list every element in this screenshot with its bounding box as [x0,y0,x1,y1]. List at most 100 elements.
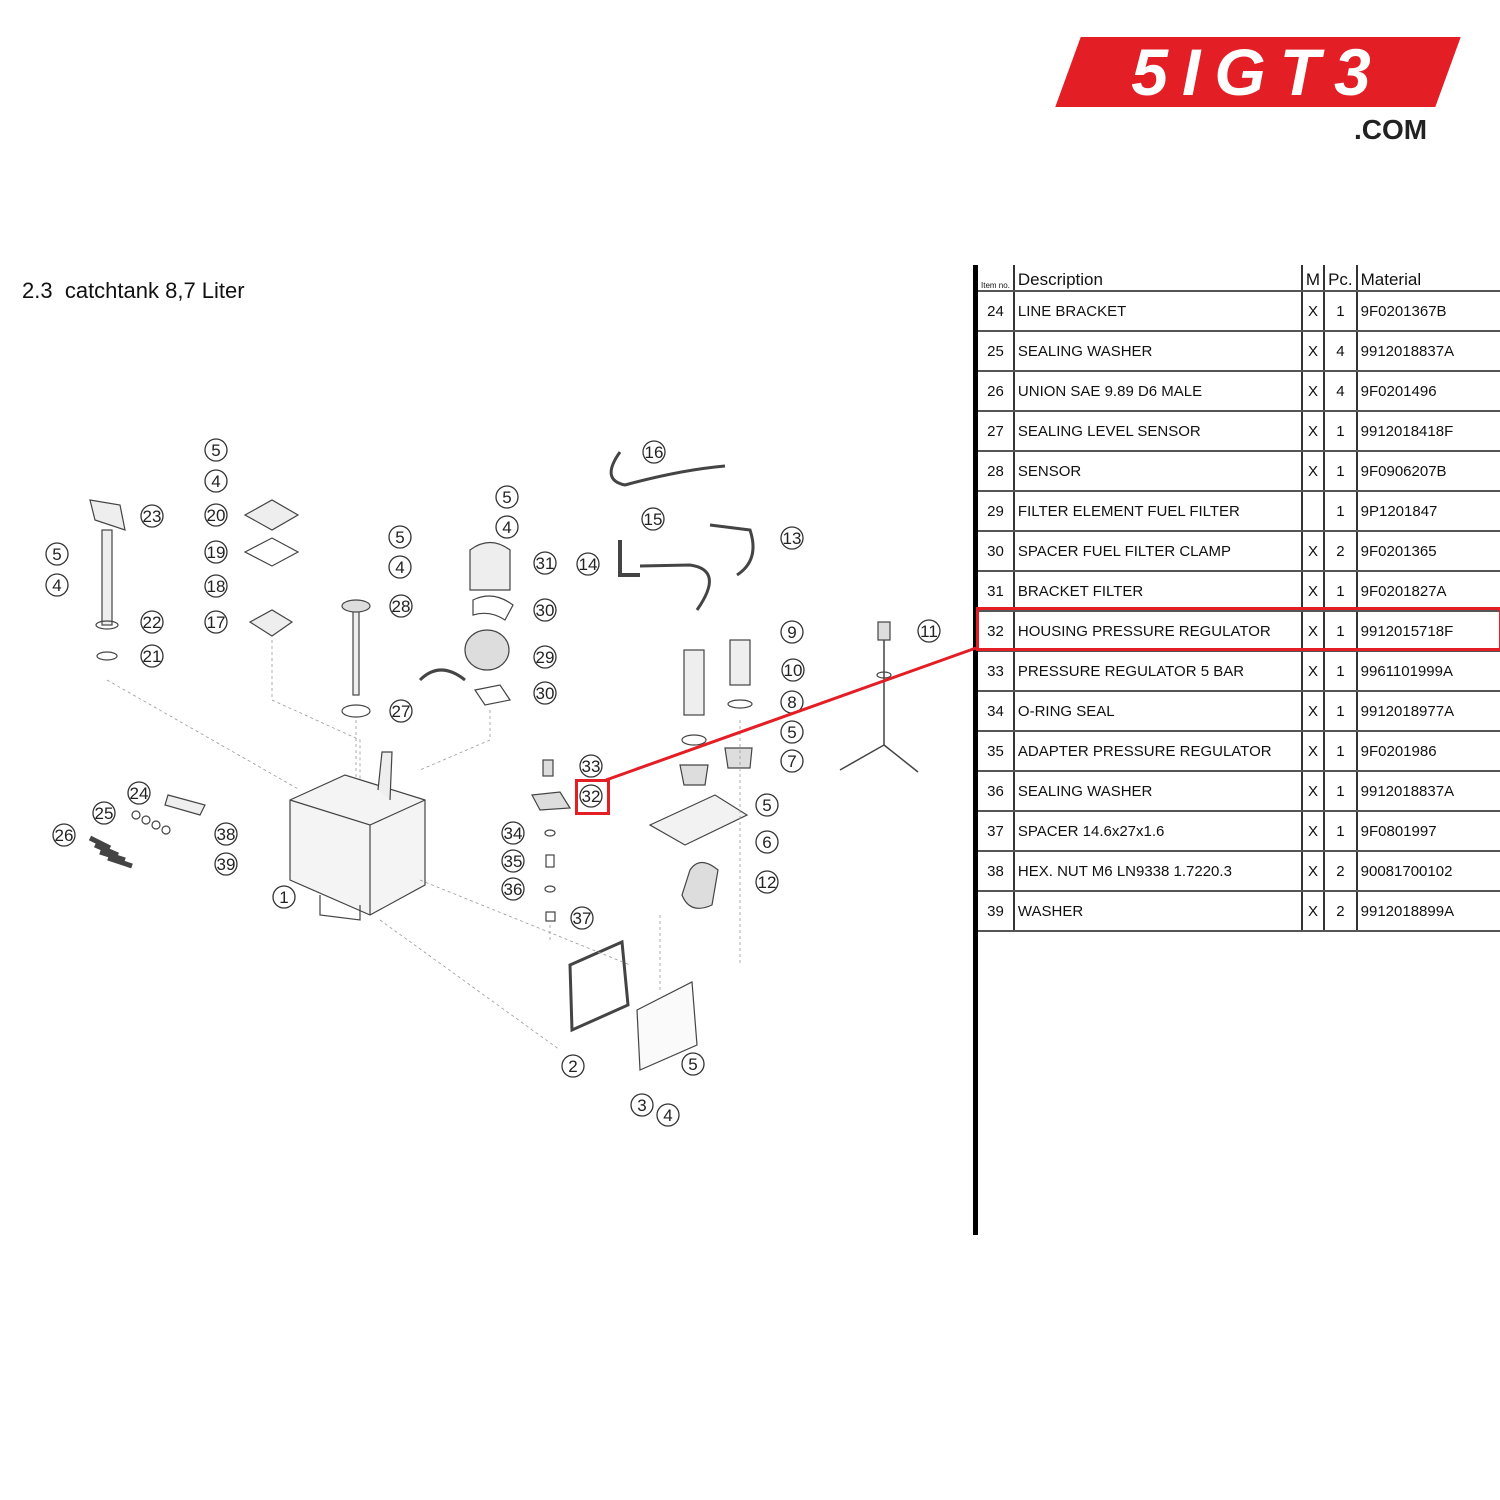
callout-11[interactable]: 11 [917,619,941,643]
standpipe [101,529,113,626]
callout-5[interactable]: 5 [755,793,779,817]
callout-18[interactable]: 18 [204,574,228,598]
callout-label: 27 [392,702,411,721]
callout-4[interactable]: 4 [656,1103,680,1127]
callout-19[interactable]: 19 [204,540,228,564]
callout-3[interactable]: 3 [630,1093,654,1117]
header-description: Description [1012,265,1302,292]
callout-label: 4 [395,558,404,577]
callout-4[interactable]: 4 [204,469,228,493]
callout-2[interactable]: 2 [561,1054,585,1078]
callout-5[interactable]: 5 [495,485,519,509]
cell-material: 9F0201496 [1355,371,1500,412]
callout-33[interactable]: 33 [579,754,603,778]
callout-4[interactable]: 4 [388,555,412,579]
callout-label: 5 [211,441,220,460]
callout-8[interactable]: 8 [780,690,804,714]
cell-item-no: 31 [978,571,1014,612]
callout-5[interactable]: 5 [204,438,228,462]
callout-label: 15 [644,510,663,529]
callout-circle [495,485,519,509]
callout-25[interactable]: 25 [92,801,116,825]
callout-29[interactable]: 29 [533,645,557,669]
cell-m: X [1300,811,1325,852]
callout-6[interactable]: 6 [755,830,779,854]
callout-circle [641,507,665,531]
callout-23[interactable]: 23 [140,504,164,528]
callout-5[interactable]: 5 [780,720,804,744]
cell-pc: 1 [1323,491,1357,532]
cell-material: 9P1201847 [1355,491,1500,532]
callout-30[interactable]: 30 [533,681,557,705]
callout-35[interactable]: 35 [501,849,525,873]
callout-label: 5 [762,796,771,815]
callout-12[interactable]: 12 [755,870,779,894]
callout-27[interactable]: 27 [389,699,413,723]
callout-39[interactable]: 39 [214,852,238,876]
callout-34[interactable]: 34 [501,821,525,845]
cell-m: X [1300,851,1325,892]
section-title: 2.3 catchtank 8,7 Liter [22,278,245,304]
callout-label: 1 [279,888,288,907]
callout-32[interactable]: 32 [579,784,603,808]
callout-7[interactable]: 7 [780,749,804,773]
callout-10[interactable]: 10 [781,658,805,682]
callout-1[interactable]: 1 [272,885,296,909]
callout-circle [579,754,603,778]
callout-label: 8 [787,693,796,712]
callout-16[interactable]: 16 [642,440,666,464]
callout-5[interactable]: 5 [681,1052,705,1076]
callout-13[interactable]: 13 [780,526,804,550]
callout-30[interactable]: 30 [533,598,557,622]
callout-circle [389,699,413,723]
callout-24[interactable]: 24 [127,781,151,805]
callout-label: 21 [143,647,162,666]
callout-4[interactable]: 4 [495,515,519,539]
callout-17[interactable]: 17 [204,610,228,634]
callout-5[interactable]: 5 [45,542,69,566]
callout-21[interactable]: 21 [140,644,164,668]
cell-m: X [1300,771,1325,812]
callout-15[interactable]: 15 [641,507,665,531]
sigt3-logo[interactable]: 5IGT3 [1048,37,1468,109]
callout-circle [533,598,557,622]
callout-label: 35 [504,852,523,871]
callout-36[interactable]: 36 [501,877,525,901]
callout-28[interactable]: 28 [389,594,413,618]
callout-4[interactable]: 4 [45,573,69,597]
callout-20[interactable]: 20 [204,503,228,527]
callout-label: 20 [207,506,226,525]
highlighted-callout-frame [575,779,610,815]
callout-5[interactable]: 5 [388,525,412,549]
tank-bracket [377,751,393,801]
callout-22[interactable]: 22 [140,610,164,634]
callout-37[interactable]: 37 [570,906,594,930]
callout-38[interactable]: 38 [214,822,238,846]
callout-26[interactable]: 26 [52,823,76,847]
section-number: 2.3 [22,278,53,303]
callout-label: 39 [217,855,236,874]
callout-31[interactable]: 31 [533,551,557,575]
callout-label: 12 [758,873,777,892]
callout-14[interactable]: 14 [576,552,600,576]
cell-m: X [1300,731,1325,772]
callout-label: 26 [55,826,74,845]
callout-9[interactable]: 9 [780,620,804,644]
